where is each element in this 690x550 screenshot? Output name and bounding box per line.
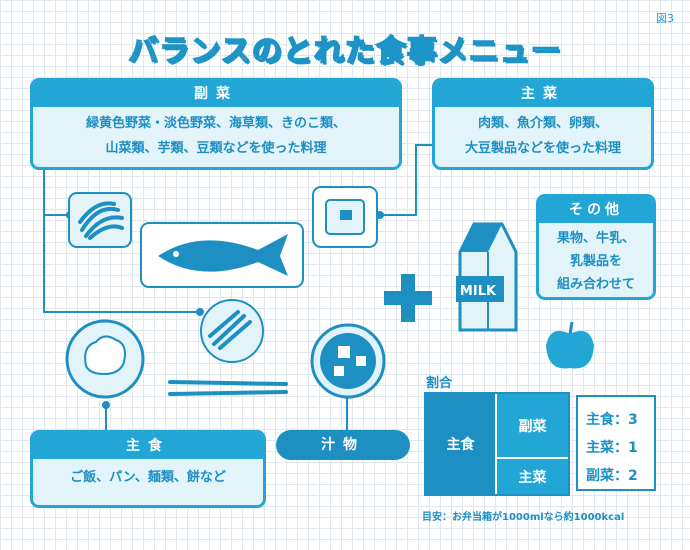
bento-side: 副菜 bbox=[497, 394, 568, 457]
ratio-row-staple: 主食：3 bbox=[586, 412, 638, 428]
main-dish-header: 主菜 bbox=[435, 81, 651, 107]
soup-bowl-icon bbox=[310, 323, 386, 399]
bento-box: 主食 副菜 主菜 bbox=[424, 392, 570, 496]
other-line-3: 組み合わせて bbox=[556, 277, 635, 292]
other-line-1: 果物、牛乳、 bbox=[556, 231, 635, 246]
other-header: その他 bbox=[539, 197, 653, 223]
bento-main: 主菜 bbox=[497, 459, 568, 494]
staple-header: 主食 bbox=[33, 433, 263, 459]
side-dish-card: 副菜 緑黄色野菜・淡色野菜、海草類、きのこ類、 山菜類、芋類、豆類などを使った料… bbox=[30, 78, 402, 170]
side-dish-line-1: 緑黄色野菜・淡色野菜、海草類、きのこ類、 bbox=[85, 116, 346, 131]
apple-icon bbox=[546, 321, 594, 369]
milk-label: MILK bbox=[459, 284, 497, 299]
bento-staple: 主食 bbox=[426, 394, 495, 494]
page-title: バランスのとれた食事メニュー bbox=[128, 33, 562, 70]
ratio-row-side: 副菜：2 bbox=[586, 468, 638, 484]
other-line-2: 乳製品を bbox=[569, 254, 622, 269]
main-dish-line-1: 肉類、魚介類、卵類、 bbox=[477, 116, 608, 131]
soup-label: 汁物 bbox=[276, 430, 410, 460]
side-dish-header: 副菜 bbox=[33, 81, 399, 107]
figure-label: 図3 bbox=[656, 12, 674, 25]
chopsticks-icon bbox=[168, 380, 288, 396]
ratio-list: 主食：3 主菜：1 副菜：2 bbox=[576, 395, 656, 491]
root-vegetable-icon bbox=[200, 299, 264, 363]
staple-line-1: ご飯、パン、麺類、餅など bbox=[70, 470, 226, 485]
tofu-icon bbox=[312, 186, 378, 248]
side-dish-line-2: 山菜類、芋類、豆類などを使った料理 bbox=[105, 141, 327, 156]
staple-card: 主食 ご飯、パン、麺類、餅など bbox=[30, 430, 266, 508]
ratio-row-main: 主菜：1 bbox=[586, 440, 638, 456]
rice-bowl-icon bbox=[65, 319, 145, 399]
seaweed-icon bbox=[68, 192, 132, 248]
main-dish-line-2: 大豆製品などを使った料理 bbox=[464, 141, 621, 156]
fish-icon bbox=[140, 222, 304, 288]
plus-icon bbox=[384, 274, 432, 322]
ratio-title: 割合 bbox=[426, 376, 453, 391]
other-card: その他 果物、牛乳、 乳製品を 組み合わせて bbox=[536, 194, 656, 300]
milk-carton-icon bbox=[456, 222, 518, 332]
main-dish-card: 主菜 肉類、魚介類、卵類、 大豆製品などを使った料理 bbox=[432, 78, 654, 170]
ratio-note: 目安：お弁当箱が1000mlなら約1000kcal bbox=[422, 512, 625, 523]
